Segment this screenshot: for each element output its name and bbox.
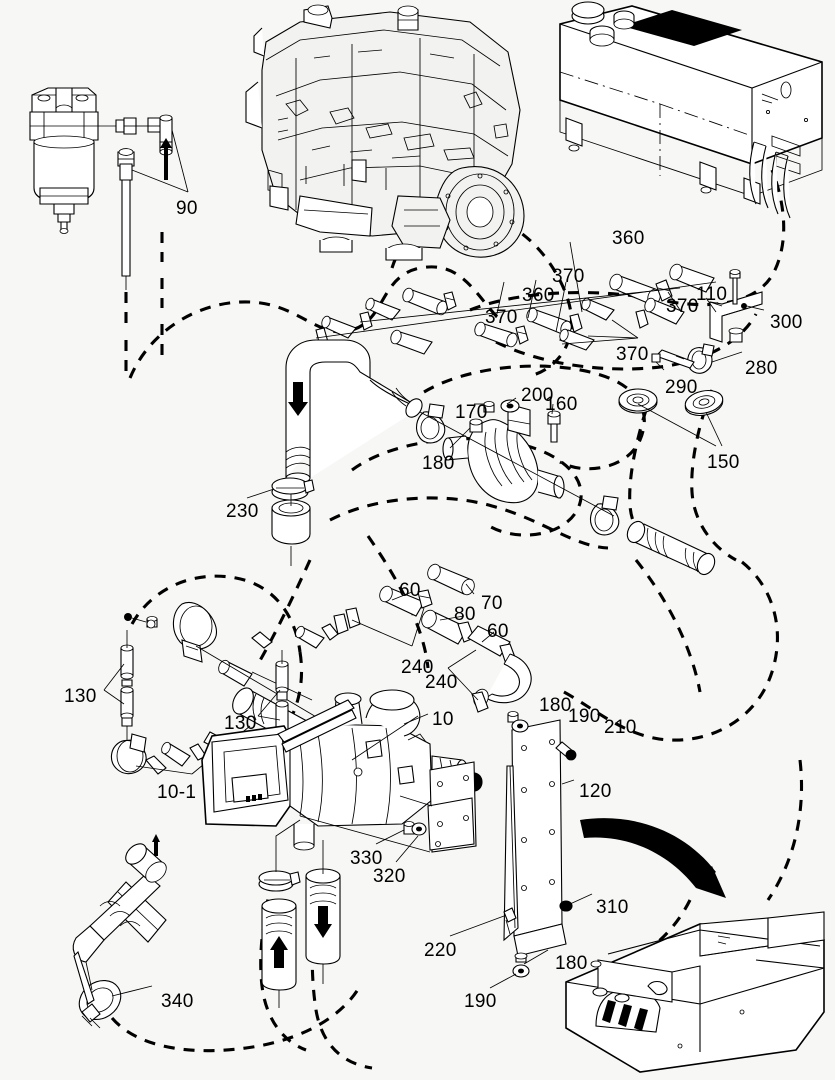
tank-assembly: [559, 1, 823, 219]
hoses-60-70-80: [333, 563, 532, 713]
callout-340: 340: [161, 991, 194, 1012]
routing-dashed-paths: [110, 169, 804, 1070]
fuel-fittings-group: [98, 114, 189, 290]
callout-90: 90: [176, 198, 198, 219]
fuel-filter-assembly: [29, 87, 99, 234]
callout-240-b: 240: [425, 672, 458, 693]
callout-330: 330: [350, 848, 383, 869]
callout-280: 280: [745, 358, 778, 379]
callout-370-a: 370: [552, 266, 585, 287]
callout-130-b: 130: [224, 713, 257, 734]
callout-10-1: 10-1: [157, 782, 197, 803]
bracket-group-110: [651, 269, 765, 374]
callout-300: 300: [770, 312, 803, 333]
callout-80: 80: [454, 604, 476, 625]
callout-290: 290: [665, 377, 698, 398]
callout-360-a: 360: [612, 228, 645, 249]
callout-150: 150: [707, 452, 740, 473]
callout-320: 320: [373, 866, 406, 887]
callout-130-a: 130: [64, 686, 97, 707]
silencer-340: [72, 834, 167, 1029]
engine-assembly: [245, 4, 525, 261]
callout-170: 170: [455, 402, 488, 423]
callout-60-b: 60: [487, 621, 509, 642]
enclosure-assembly: [565, 911, 825, 1073]
bottom-tubes: [258, 819, 341, 1008]
hose-chain-360-370: [315, 241, 717, 355]
callout-370-d: 370: [616, 344, 649, 365]
callout-110: 110: [696, 284, 728, 305]
mount-panels: [299, 711, 593, 989]
callout-180-c: 180: [555, 953, 588, 974]
callout-370-c: 370: [666, 296, 699, 317]
long-hose-right: [626, 520, 716, 576]
callout-310: 310: [596, 897, 629, 918]
callout-210: 210: [604, 717, 637, 738]
black-curve-arrow: [580, 818, 726, 898]
callout-70: 70: [481, 593, 503, 614]
lower-left-hose-set: [103, 601, 339, 775]
callout-360-b: 360: [522, 285, 555, 306]
callout-180-b: 180: [539, 695, 572, 716]
silencer-assembly: [415, 397, 620, 536]
intake-pipe-230: [246, 339, 423, 566]
callout-10: 10: [432, 709, 454, 730]
callout-120: 120: [579, 781, 612, 802]
callout-190-a: 190: [568, 706, 601, 727]
callout-160: 160: [545, 394, 578, 415]
callout-370-b: 370: [485, 307, 518, 328]
callout-230: 230: [226, 501, 259, 522]
compressor-unit-10: [201, 689, 483, 851]
callout-200: 200: [521, 385, 554, 406]
callout-220: 220: [424, 940, 457, 961]
callout-180-a: 180: [422, 453, 455, 474]
callout-190-b: 190: [464, 991, 497, 1012]
callout-240-a: 240: [401, 657, 434, 678]
grommets-150: [618, 388, 724, 447]
callout-60-a: 60: [399, 580, 421, 601]
